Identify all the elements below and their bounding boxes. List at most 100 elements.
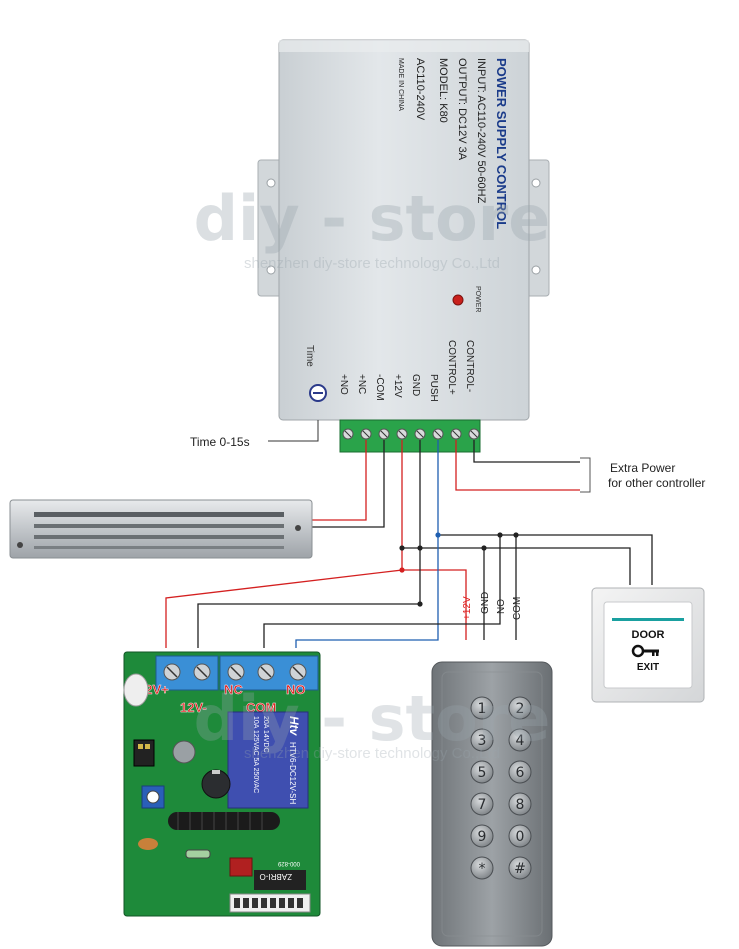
keypad-key-cap xyxy=(470,824,494,848)
magnetic-lock xyxy=(9,499,313,559)
keypad-key-cap xyxy=(508,824,532,848)
keypad-key-cap xyxy=(470,696,494,720)
psu-terminal-screws xyxy=(342,428,480,440)
board-chip-label: ZABRI-O xyxy=(260,872,292,881)
board-antenna-coil xyxy=(168,812,280,830)
keypad-key-cap xyxy=(470,728,494,752)
psu-time-label: Time xyxy=(304,345,315,367)
extra-power-line1: Extra Power xyxy=(610,461,675,475)
board-cap-label: 000-829 xyxy=(277,860,300,866)
keypad-key-label: 3 xyxy=(478,733,487,749)
board-jumper xyxy=(133,739,155,767)
keypad-key-3[interactable]: 3 xyxy=(470,728,494,752)
wire-junctions xyxy=(399,532,519,607)
keypad-key-cap xyxy=(470,792,494,816)
watermark-bottom: diy - store shenzhen diy-store technolog… xyxy=(194,682,551,762)
psu-terminal-labels: +NO +NC -COM +12V GND PUSH CONTROL+ CONT… xyxy=(338,340,475,402)
time-range-callout: Time 0-15s xyxy=(190,435,250,449)
keypad-key-8[interactable]: 8 xyxy=(508,792,532,816)
terminal-label-control-plus: CONTROL+ xyxy=(446,340,457,395)
wire-gnd-to-exit xyxy=(420,547,631,585)
wire-extra-power-black xyxy=(473,440,580,463)
power-supply-box: POWER SUPPLY CONTROL INPUT: AC110-240V 5… xyxy=(257,39,550,453)
keypad-key-cap xyxy=(470,760,494,784)
keypad-key-6[interactable]: 6 xyxy=(508,760,532,784)
psu-voltage: AC110-240V xyxy=(414,58,426,121)
terminal-label-no: +NO xyxy=(338,374,349,395)
keypad-key-cap xyxy=(508,696,532,720)
keypad-key-label: 8 xyxy=(516,797,525,813)
keypad-key-1[interactable]: 1 xyxy=(470,696,494,720)
keypad-wire-gnd: GND xyxy=(480,592,491,614)
key-icon xyxy=(631,644,659,658)
keypad-key-0[interactable]: 0 xyxy=(508,824,532,848)
wire-12v-to-keypad xyxy=(402,569,467,640)
exit-button-exit-text: EXIT xyxy=(637,662,659,673)
board-capacitor-2 xyxy=(201,769,231,799)
keypad-key-cap xyxy=(508,728,532,752)
wire-extra-power-red xyxy=(455,440,580,491)
keypad-key-label: 2 xyxy=(516,701,525,717)
keypad-wire-12v: +12V xyxy=(462,596,473,620)
keypad-key-grid: 1 2 3 4 5 6 7 8 9 0 * # xyxy=(470,696,532,880)
terminal-label-control-minus: CONTROL- xyxy=(464,340,475,392)
board-white-component xyxy=(123,673,149,707)
keypad-key-cap xyxy=(508,856,532,880)
relay-label-com: COM xyxy=(246,700,276,715)
wire-maglock-red xyxy=(312,440,367,521)
terminal-label-nc: +NC xyxy=(356,374,367,394)
keypad-key-7[interactable]: 7 xyxy=(470,792,494,816)
keypad-wire-no: NO xyxy=(496,599,507,614)
psu-made-in: MADE IN CHINA xyxy=(397,58,404,111)
keypad-key-label: 7 xyxy=(478,797,487,813)
terminal-label-12v: +12V xyxy=(392,374,403,398)
keypad-key-label: 1 xyxy=(478,701,487,717)
watermark-top: diy - store shenzhen diy-store technolog… xyxy=(194,182,551,272)
keypad-key-hash[interactable]: # xyxy=(508,856,532,880)
keypad-key-label: 4 xyxy=(516,733,525,749)
keypad-key-label: # xyxy=(514,861,526,877)
keypad-key-9[interactable]: 9 xyxy=(470,824,494,848)
wire-push-blue xyxy=(295,440,439,648)
relay-brand: Htv xyxy=(287,716,301,737)
watermark-tagline-top: shenzhen diy-store technology Co.,Ltd xyxy=(244,255,500,272)
psu-input-spec: INPUT: AC110-240V 50-60HZ xyxy=(475,58,487,204)
wire-gnd-bus xyxy=(197,440,421,648)
terminal-label-gnd: GND xyxy=(410,374,421,396)
keypad-key-cap xyxy=(508,792,532,816)
board-chip xyxy=(254,870,306,890)
keypad-wire-com: COM xyxy=(512,597,523,620)
relay-spec2: 10A 125VAC 5A 250VAC xyxy=(252,716,259,793)
watermark-tagline-bottom: shenzhen diy-store technology Co.,Ltd xyxy=(244,745,500,762)
callouts: Time 0-15s Extra Power for other control… xyxy=(190,420,705,493)
relay-label-nc: NC xyxy=(224,682,243,697)
keypad-key-2[interactable]: 2 xyxy=(508,696,532,720)
access-keypad: 1 2 3 4 5 6 7 8 9 0 * # xyxy=(431,661,553,947)
wire-maglock-black xyxy=(312,440,385,528)
keypad-key-5[interactable]: 5 xyxy=(470,760,494,784)
wire-push-to-exit xyxy=(438,534,653,585)
relay-receiver-board: 12V+ 12V- NC COM NO Htv HTV6-DC12V-SH 20… xyxy=(123,651,321,917)
terminal-label-com: -COM xyxy=(374,374,385,401)
exit-button-door-text: DOOR xyxy=(632,629,665,641)
keypad-key-label: 5 xyxy=(478,765,487,781)
keypad-key-label: 6 xyxy=(516,765,525,781)
keypad-key-label: 0 xyxy=(516,829,525,845)
relay-component xyxy=(227,711,309,809)
extra-power-line2: for other controller xyxy=(608,476,705,490)
keypad-key-cap xyxy=(508,760,532,784)
relay-spec1: 20A 14VDC xyxy=(262,716,269,753)
door-exit-button[interactable]: DOOR EXIT xyxy=(591,587,705,703)
board-capacitor-1 xyxy=(172,740,196,764)
relay-label-no: NO xyxy=(286,682,306,697)
keypad-key-4[interactable]: 4 xyxy=(508,728,532,752)
psu-power-led xyxy=(452,294,464,306)
relay-label-12v-minus: 12V- xyxy=(180,700,207,715)
watermark-brand-bottom: diy - store xyxy=(194,682,551,755)
psu-title: POWER SUPPLY CONTROL xyxy=(494,58,509,229)
psu-output-spec: OUTPUT: DC12V 3A xyxy=(456,58,468,161)
keypad-key-star[interactable]: * xyxy=(470,856,494,880)
wiring xyxy=(165,440,653,648)
relay-model: HTV6-DC12V-SH xyxy=(288,742,297,804)
